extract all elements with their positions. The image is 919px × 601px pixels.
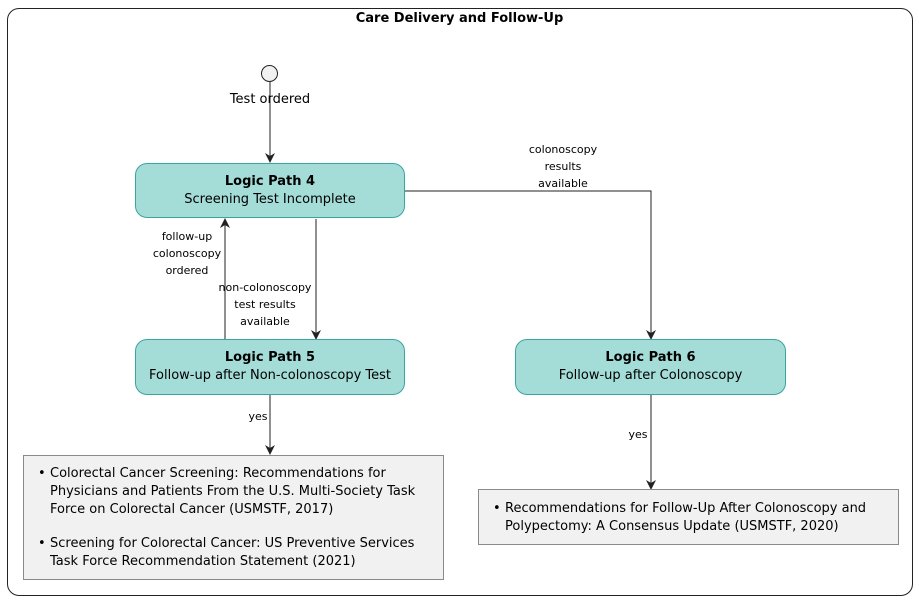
node-title: Logic Path 4 [224, 173, 316, 189]
reference-item: Colorectal Cancer Screening: Recommendat… [28, 465, 437, 519]
diagram-frame [7, 8, 913, 596]
node-logic-path-4: Logic Path 4 Screening Test Incomplete [135, 163, 405, 218]
node-title: Logic Path 6 [605, 350, 696, 365]
node-subtitle: Follow-up after Non-colonoscopy Test [149, 368, 391, 383]
node-title: Logic Path 5 [224, 350, 316, 365]
note-references-left: Colorectal Cancer Screening: Recommendat… [23, 455, 444, 580]
edge-lp4-to-lp6 [405, 190, 656, 340]
edge-label-non-colonoscopy: non-colonoscopy test results available [218, 281, 312, 328]
edge-label-yes-left: yes [248, 410, 268, 423]
diagram-title: Care Delivery and Follow-Up [355, 11, 564, 26]
node-subtitle: Screening Test Incomplete [184, 191, 356, 207]
reference-item: Screening for Colorectal Cancer: US Prev… [28, 535, 437, 571]
edge-label-yes-right: yes [628, 428, 648, 441]
edge-label-follow-up-colonoscopy: follow-up colonoscopy ordered [152, 230, 222, 277]
reference-item: Recommendations for Follow-Up After Colo… [483, 500, 892, 536]
node-subtitle: Follow-up after Colonoscopy [558, 368, 743, 383]
node-logic-path-6: Logic Path 6 Follow-up after Colonoscopy [515, 339, 786, 395]
edge-label-colonoscopy-results: colonoscopy results available [528, 143, 598, 190]
edge-label-test-ordered: Test ordered [229, 92, 311, 107]
node-logic-path-5: Logic Path 5 Follow-up after Non-colonos… [135, 339, 405, 395]
note-references-right: Recommendations for Follow-Up After Colo… [478, 489, 899, 545]
start-node [261, 65, 278, 82]
